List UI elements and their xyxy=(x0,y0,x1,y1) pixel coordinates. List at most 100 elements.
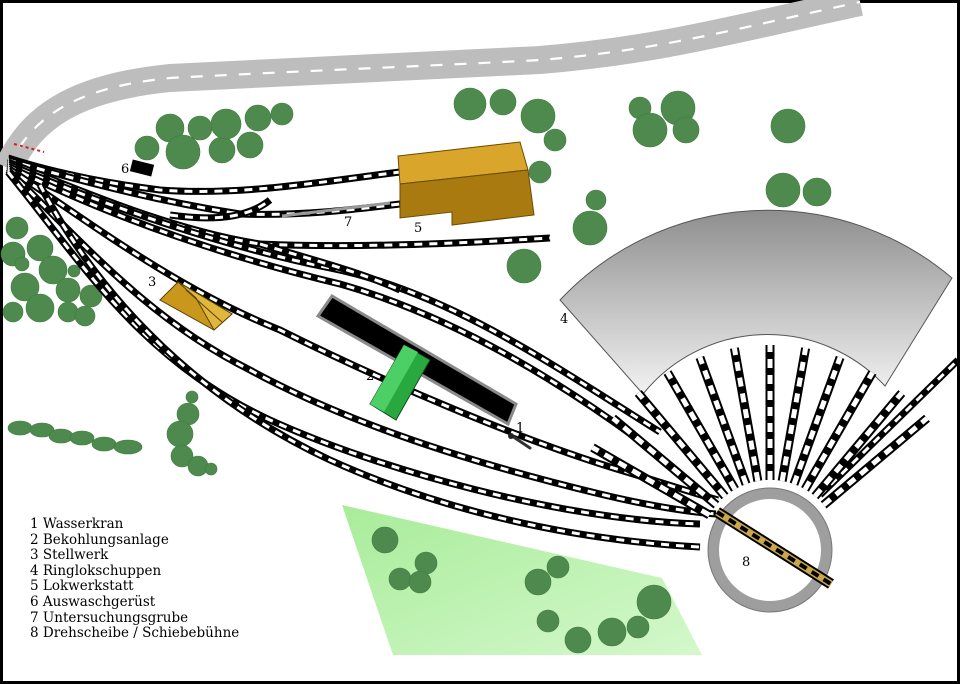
water-crane xyxy=(508,433,532,450)
tree xyxy=(74,305,96,327)
washout-gantry xyxy=(129,159,155,177)
tree xyxy=(506,248,542,284)
roundhouse-track-sleepers xyxy=(779,347,809,482)
label-lokwerkstatt: 5 xyxy=(414,221,422,236)
tree xyxy=(770,108,806,144)
roundhouse-track-sleepers xyxy=(697,356,749,486)
locomotive-workshop xyxy=(397,141,535,226)
roundhouse-track-sleepers xyxy=(731,347,761,482)
tree xyxy=(2,301,24,323)
tree xyxy=(204,462,218,476)
track-sleepers xyxy=(818,358,960,497)
tree xyxy=(564,626,592,654)
tree xyxy=(543,128,567,152)
legend-item: 2 Bekohlungsanlage xyxy=(30,531,169,548)
label-ringlokschuppen: 4 xyxy=(560,312,568,327)
tree xyxy=(453,87,487,121)
roundhouse xyxy=(559,209,953,395)
roundhouse-track-sleepers xyxy=(591,445,711,518)
legend-item: 8 Drehscheibe / Schiebebühne xyxy=(30,625,240,642)
legend-item: 1 Wasserkran xyxy=(30,516,124,532)
tree xyxy=(208,136,236,164)
tree xyxy=(5,216,29,240)
roundhouse-track-sleepers xyxy=(611,416,718,507)
tree xyxy=(170,444,194,468)
tree xyxy=(244,104,272,132)
tree xyxy=(572,210,608,246)
legend-item: 7 Untersuchungsgrube xyxy=(30,609,189,626)
track-sleepers xyxy=(169,198,271,220)
tree xyxy=(26,234,54,262)
roundhouse-track-sleepers xyxy=(636,391,727,498)
tree xyxy=(91,436,117,452)
tree xyxy=(388,567,412,591)
label-auswaschgeruest: 6 xyxy=(121,162,129,177)
tree xyxy=(414,551,438,575)
turntable xyxy=(707,487,834,613)
tree xyxy=(14,256,30,272)
tree xyxy=(166,420,194,448)
tree xyxy=(585,189,607,211)
tree xyxy=(165,134,201,170)
legend: 1 Wasserkran 2 Bekohlungsanlage 3 Stellw… xyxy=(30,516,240,642)
tree xyxy=(236,131,264,159)
tree xyxy=(25,293,55,323)
tree xyxy=(187,455,209,477)
legend-item: 5 Lokwerkstatt xyxy=(30,578,134,595)
label-untersuchungsgrube: 7 xyxy=(344,215,352,230)
tree xyxy=(765,172,801,208)
tree xyxy=(520,98,556,134)
roundhouse-track-sleepers xyxy=(665,371,738,491)
track-sleepers xyxy=(7,164,656,454)
signal-box xyxy=(159,281,233,331)
tree xyxy=(597,617,627,647)
tree xyxy=(55,277,81,303)
tree xyxy=(536,609,560,633)
tree xyxy=(185,390,199,404)
label-stellwerk: 3 xyxy=(148,275,156,290)
tree xyxy=(632,112,668,148)
legend-item: 6 Auswaschgerüst xyxy=(30,593,156,610)
tree xyxy=(489,88,517,116)
label-wasserkran: 1 xyxy=(516,421,524,436)
level-crossing xyxy=(13,143,45,153)
tree xyxy=(524,568,552,596)
tree xyxy=(802,177,832,207)
tree xyxy=(7,420,33,436)
track-sleepers xyxy=(6,171,701,526)
tree xyxy=(10,272,40,302)
tree xyxy=(57,301,79,323)
roundhouse-track-sleepers xyxy=(802,371,875,491)
coaling-plant xyxy=(315,294,518,427)
trees xyxy=(0,87,832,654)
track-network xyxy=(5,154,960,551)
roundhouse-track-sleepers xyxy=(791,356,843,486)
tree xyxy=(67,264,81,278)
tree xyxy=(626,615,650,639)
road xyxy=(0,0,863,175)
roundhouse-track-sleepers xyxy=(813,391,904,498)
tree xyxy=(48,428,74,444)
tree xyxy=(69,430,95,446)
tree xyxy=(113,439,143,455)
track-sleepers xyxy=(259,242,401,292)
label-drehscheibe: 8 xyxy=(742,555,750,570)
tree xyxy=(134,135,160,161)
tree xyxy=(636,584,672,620)
tree xyxy=(546,555,570,579)
tree xyxy=(38,255,68,285)
track-sleepers xyxy=(6,168,717,516)
tree xyxy=(371,526,399,554)
tree xyxy=(528,160,552,184)
tree xyxy=(270,102,294,126)
label-bekohlungsanlage: 2 xyxy=(366,369,374,384)
tree xyxy=(408,570,432,594)
legend-item: 3 Stellwerk xyxy=(30,547,109,564)
inspection-pit xyxy=(281,201,391,218)
tree xyxy=(672,116,700,144)
tree xyxy=(187,115,213,141)
meadow xyxy=(342,505,702,655)
